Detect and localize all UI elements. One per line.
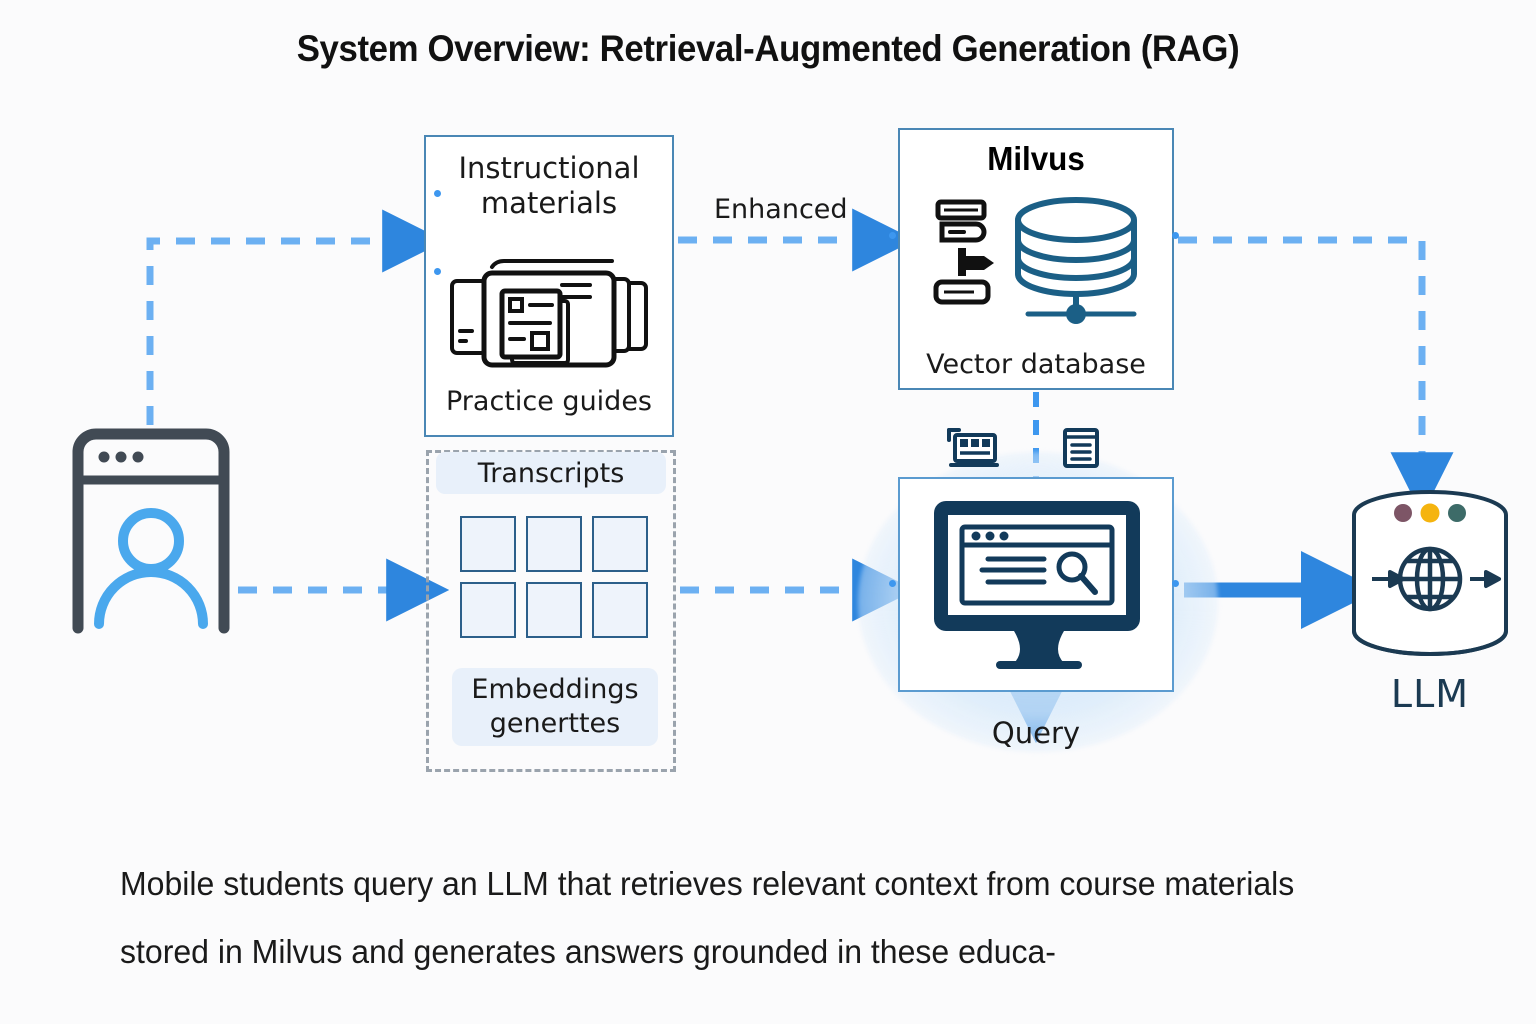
anchor-dot	[434, 190, 441, 197]
materials-title-line1: Instructional	[458, 151, 640, 185]
milvus-subtitle: Vector database	[926, 349, 1146, 380]
anchor-dot	[434, 268, 441, 275]
anchor-dot	[1172, 232, 1179, 239]
user-device-node[interactable]	[68, 424, 234, 638]
documents-stack-icon	[444, 255, 659, 395]
llm-label: LLM	[1390, 672, 1470, 716]
query-node[interactable]	[898, 477, 1174, 692]
llm-node[interactable]	[1340, 487, 1520, 662]
materials-title-line2: materials	[480, 186, 618, 220]
page-title: System Overview: Retrieval-Augmented Gen…	[296, 28, 1240, 69]
anchor-dot	[889, 580, 896, 587]
transcripts-band	[436, 452, 666, 494]
caption: Mobile students query an LLM that retrie…	[120, 865, 1295, 970]
grid-cell	[460, 582, 516, 638]
transcripts-node[interactable]	[426, 450, 676, 772]
grid-cell	[592, 582, 648, 638]
monitor-search-icon	[926, 495, 1151, 675]
embeddings-label-line2: generttes	[489, 708, 621, 739]
anchor-dot	[1172, 580, 1179, 587]
grid-cell	[526, 516, 582, 572]
instructional-materials-node[interactable]: Instructional materials Practice gu	[424, 135, 674, 437]
document-lines-icon	[1059, 424, 1103, 470]
grid-cell	[592, 516, 648, 572]
edge-label-enhanced: Enhanced	[714, 194, 848, 225]
llm-cylinder-globe-icon	[1352, 490, 1508, 656]
grid-cell	[460, 516, 516, 572]
materials-subtitle: Practice guides	[446, 386, 652, 417]
materials-title: Instructional materials	[426, 151, 672, 221]
embeddings-band	[452, 668, 658, 746]
milvus-node[interactable]: Milvus Vector datab	[898, 128, 1174, 390]
embeddings-label: Embeddings generttes	[446, 668, 664, 746]
milvus-title: Milvus	[987, 140, 1085, 177]
anchor-dot	[889, 232, 896, 239]
embedding-grid-icon	[460, 516, 660, 640]
embeddings-label-line1: Embeddings	[471, 674, 639, 705]
edge-milvus-to-llm	[1178, 236, 1454, 516]
query-label: Query	[991, 716, 1081, 750]
transcripts-label: Transcripts	[477, 457, 625, 489]
browser-user-icon	[72, 428, 230, 634]
grid-cell	[526, 582, 582, 638]
edge-user-to-materials	[146, 209, 446, 425]
vector-database-icon	[928, 188, 1150, 324]
laptop-icon	[945, 426, 1001, 470]
